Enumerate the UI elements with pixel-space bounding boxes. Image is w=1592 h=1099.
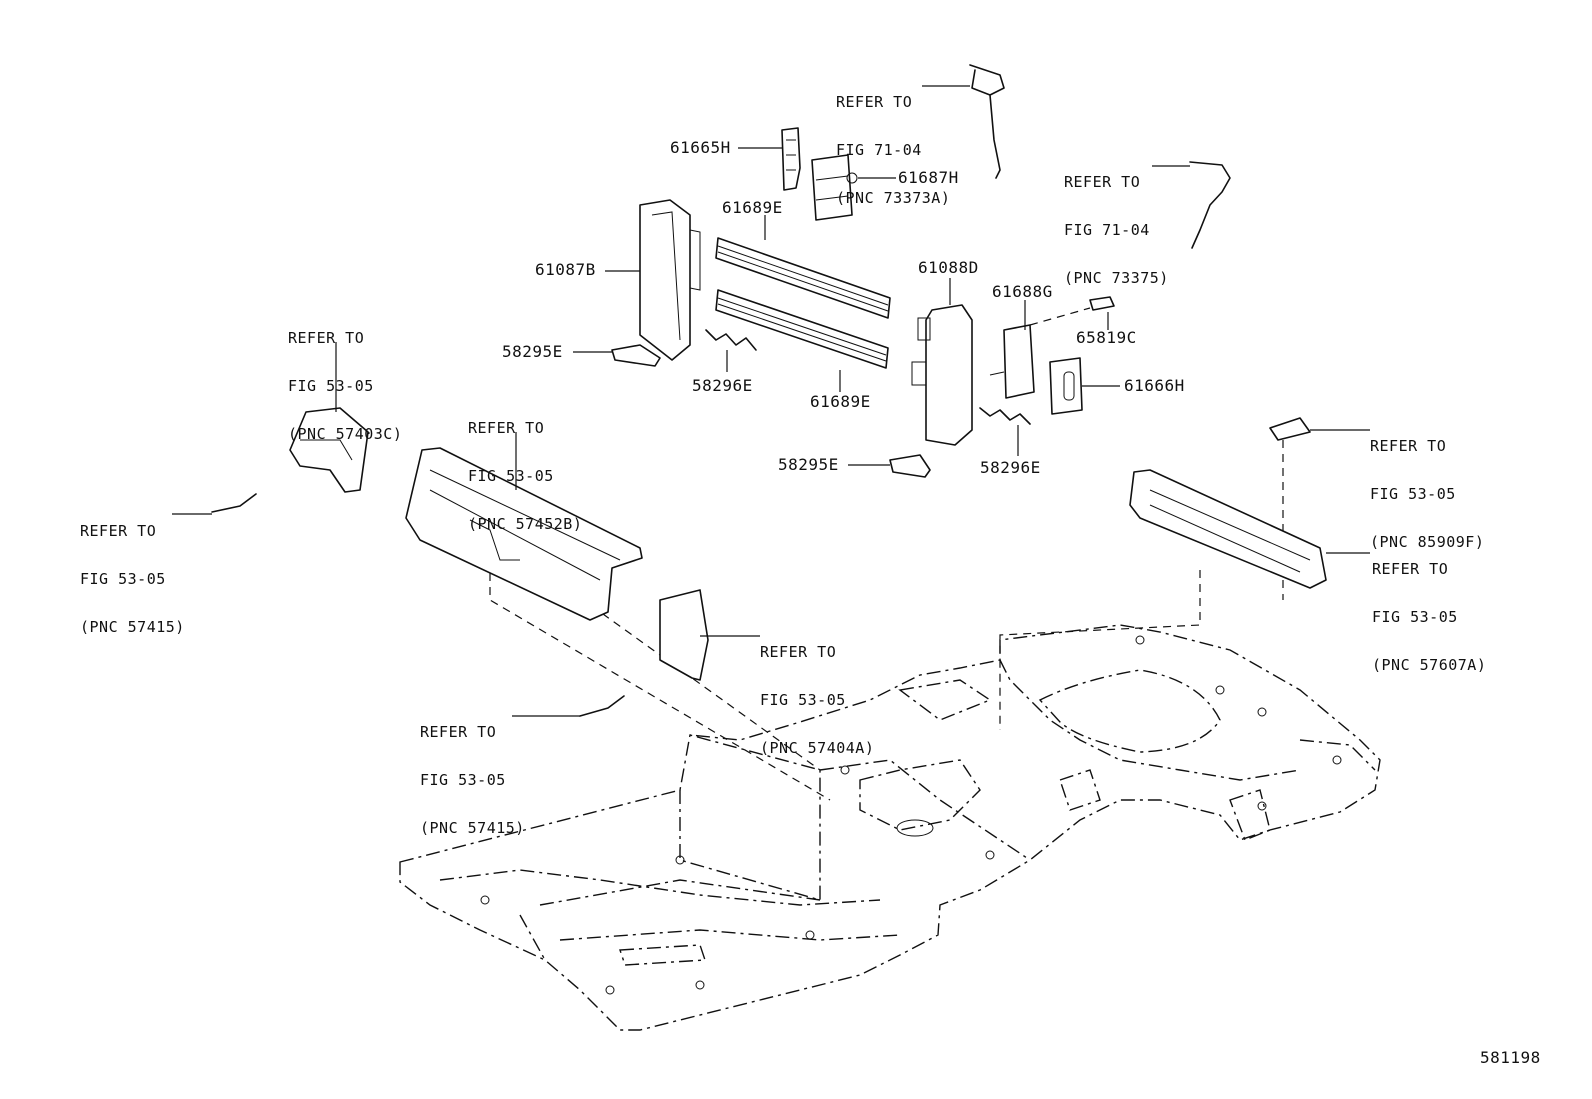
ref-57415-left-line2: FIG 53-05 bbox=[80, 570, 166, 588]
ref-57452B-line3: (PNC 57452B) bbox=[468, 515, 583, 533]
label-58295E-right: 58295E bbox=[778, 455, 839, 474]
ref-57404A: REFER TO FIG 53-05 (PNC 57404A) bbox=[760, 612, 874, 772]
ref-85909F: REFER TO FIG 53-05 (PNC 85909F) bbox=[1370, 406, 1484, 566]
part-57403C-shape bbox=[289, 407, 369, 493]
part-57415-bottom-shape bbox=[579, 695, 625, 717]
part-57452B-shape bbox=[405, 447, 643, 621]
label-61088D: 61088D bbox=[918, 258, 979, 277]
ref-73375-line3: (PNC 73375) bbox=[1064, 269, 1169, 287]
part-61666H-shape bbox=[1049, 357, 1083, 415]
label-61688G: 61688G bbox=[992, 282, 1053, 301]
part-61088D-shape bbox=[925, 304, 973, 446]
ref-57403C-line3: (PNC 57403C) bbox=[288, 425, 403, 443]
label-61087B: 61087B bbox=[535, 260, 596, 279]
wire-73373A bbox=[969, 64, 1005, 179]
ref-57415-left-line1: REFER TO bbox=[80, 522, 157, 540]
ref-73373A: REFER TO FIG 71-04 (PNC 73373A) bbox=[836, 62, 950, 222]
part-61689E-bottom-shape bbox=[715, 289, 889, 369]
label-61689E-top: 61689E bbox=[722, 198, 783, 217]
ref-57415-bottom-line3: (PNC 57415) bbox=[420, 819, 525, 837]
label-61689E-bottom: 61689E bbox=[810, 392, 871, 411]
part-61689E-top-shape bbox=[715, 237, 891, 319]
ref-73373A-line1: REFER TO bbox=[836, 93, 913, 111]
ref-57404A-line2: FIG 53-05 bbox=[760, 691, 846, 709]
diagram-id: 581198 bbox=[1480, 1048, 1541, 1067]
ref-57403C: REFER TO FIG 53-05 (PNC 57403C) bbox=[288, 298, 402, 458]
ref-57415-bottom-line1: REFER TO bbox=[420, 723, 497, 741]
ref-57404A-line1: REFER TO bbox=[760, 643, 837, 661]
part-58296E-right-shape bbox=[979, 407, 1031, 425]
ref-57415-left: REFER TO FIG 53-05 (PNC 57415) bbox=[80, 491, 185, 651]
label-58295E-left: 58295E bbox=[502, 342, 563, 361]
ref-57415-left-line3: (PNC 57415) bbox=[80, 618, 185, 636]
part-58295E-right-shape bbox=[889, 454, 931, 478]
part-85909F-shape bbox=[1269, 417, 1311, 441]
label-58296E-left: 58296E bbox=[692, 376, 753, 395]
ref-85909F-line2: FIG 53-05 bbox=[1370, 485, 1456, 503]
ref-57452B-line2: FIG 53-05 bbox=[468, 467, 554, 485]
part-57404A-shape bbox=[659, 589, 709, 681]
part-61688G-shape bbox=[1003, 324, 1035, 399]
label-58296E-right: 58296E bbox=[980, 458, 1041, 477]
part-57415-left-shape bbox=[211, 493, 257, 513]
ref-85909F-line1: REFER TO bbox=[1370, 437, 1447, 455]
ref-57403C-line1: REFER TO bbox=[288, 329, 365, 347]
ref-57607A: REFER TO FIG 53-05 (PNC 57607A) bbox=[1372, 529, 1486, 689]
label-65819C: 65819C bbox=[1076, 328, 1137, 347]
label-61687H: 61687H bbox=[898, 168, 959, 187]
ref-57415-bottom: REFER TO FIG 53-05 (PNC 57415) bbox=[420, 692, 525, 852]
ref-73373A-line3: (PNC 73373A) bbox=[836, 189, 951, 207]
part-61687H-shape bbox=[811, 154, 853, 221]
ref-85909F-line3: (PNC 85909F) bbox=[1370, 533, 1485, 551]
wire-73375 bbox=[1189, 161, 1231, 249]
part-58296E-left-shape bbox=[705, 329, 757, 351]
label-61665H: 61665H bbox=[670, 138, 731, 157]
ref-73373A-line2: FIG 71-04 bbox=[836, 141, 922, 159]
ref-57415-bottom-line2: FIG 53-05 bbox=[420, 771, 506, 789]
part-57607A-shape bbox=[1129, 469, 1327, 589]
floor-pan bbox=[399, 624, 1381, 1031]
ref-73375-line1: REFER TO bbox=[1064, 173, 1141, 191]
part-61665H-shape bbox=[781, 127, 801, 191]
leader-lines bbox=[172, 85, 1370, 717]
ref-57607A-line2: FIG 53-05 bbox=[1372, 608, 1458, 626]
ref-57607A-line1: REFER TO bbox=[1372, 560, 1449, 578]
ref-57452B-line1: REFER TO bbox=[468, 419, 545, 437]
part-61087B-shape bbox=[639, 199, 691, 361]
ref-73375: REFER TO FIG 71-04 (PNC 73375) bbox=[1064, 142, 1169, 302]
ref-57404A-line3: (PNC 57404A) bbox=[760, 739, 875, 757]
label-61666H: 61666H bbox=[1124, 376, 1185, 395]
part-58295E-left-shape bbox=[611, 344, 661, 367]
ref-57452B: REFER TO FIG 53-05 (PNC 57452B) bbox=[468, 388, 582, 548]
ref-73375-line2: FIG 71-04 bbox=[1064, 221, 1150, 239]
ref-57607A-line3: (PNC 57607A) bbox=[1372, 656, 1487, 674]
part-65819C-shape bbox=[1089, 296, 1115, 311]
ref-57403C-line2: FIG 53-05 bbox=[288, 377, 374, 395]
